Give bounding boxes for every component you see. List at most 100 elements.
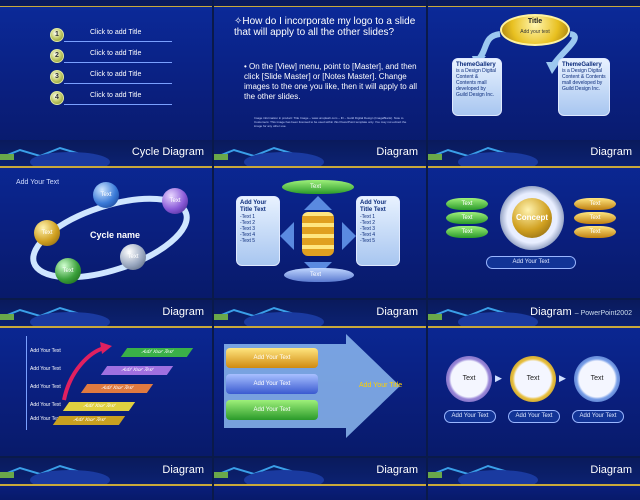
- slide-header: Diagram: [428, 458, 640, 484]
- list-item-title-1: Click to add Title: [90, 29, 142, 36]
- add-your-text-pill: Add Your Text: [486, 256, 576, 269]
- chevron-right-icon: ▶: [495, 373, 502, 383]
- slide-thumbnail-12[interactable]: Diagram: [428, 458, 640, 500]
- chevron-right-icon: ▶: [559, 373, 566, 383]
- slide-header-small: – PowerPoint2002: [574, 310, 632, 317]
- slide-1-gold-line: [0, 6, 212, 7]
- slide-2-heading-text: How do I incorporate my logo to a slide …: [234, 16, 416, 38]
- slide-header-title: Diagram: [376, 464, 418, 476]
- slide-thumbnail-2[interactable]: ✧How do I incorporate my logo to a slide…: [214, 0, 426, 156]
- header-gold-bar: [214, 484, 426, 486]
- gold-stack-3: Text: [574, 226, 616, 238]
- slide-thumbnail-5[interactable]: Diagram Text Text Add Your Title Text -T…: [214, 140, 426, 298]
- slide-thumbnail-4[interactable]: Cycle Diagram Add Your Text Cycle name T…: [0, 140, 212, 298]
- slide-thumbnail-10[interactable]: Diagram: [0, 458, 212, 500]
- slide-header: Diagram: [214, 458, 426, 484]
- header-globe-art-icon: [0, 464, 110, 484]
- slide-2-bullet-text: On the [View] menu, point to [Master], a…: [244, 62, 417, 101]
- header-globe-art-icon: [214, 464, 324, 484]
- list-item-title-3: Click to add Title: [90, 71, 142, 78]
- number-badge-4: 4: [50, 91, 64, 105]
- header-globe-art-icon: [214, 306, 324, 326]
- circle-gold: Text: [510, 356, 556, 402]
- header-globe-art-icon: [214, 146, 324, 166]
- theme-gallery-right-title: ThemeGallery: [562, 62, 602, 68]
- list-item-line-4: [64, 104, 172, 105]
- center-gold-stack: [302, 212, 334, 256]
- list-item-line-3: [64, 83, 172, 84]
- number-badge-1: 1: [50, 28, 64, 42]
- left-box-item-1: -Text 1: [240, 214, 256, 220]
- slide-header-title: Diagram: [162, 306, 204, 318]
- list-item-title-4: Click to add Title: [90, 92, 142, 99]
- bullet-dot-icon: •: [244, 62, 250, 71]
- slide-thumbnail-7[interactable]: Diagram Add Your Text Add Your Text Add …: [0, 300, 212, 456]
- slide-2-heading: ✧How do I incorporate my logo to a slide…: [234, 16, 422, 38]
- stair-label-4: Add Your Text: [30, 402, 61, 408]
- circle-pill-3: Add Your Text: [572, 410, 624, 423]
- title-oval: [500, 14, 570, 46]
- slide-header-title: Diagram: [376, 306, 418, 318]
- slide-header-title: Diagram: [590, 146, 632, 158]
- cycle-label: Add Your Text: [16, 179, 60, 186]
- number-badge-3: 3: [50, 70, 64, 84]
- header-gold-bar: [0, 326, 212, 328]
- right-box-title: Add Your Title Text: [360, 200, 387, 213]
- slide-thumbnail-9[interactable]: Diagram – PowerPoint2002 Text Text Text …: [428, 300, 640, 456]
- slide-header-title: Diagram: [162, 464, 204, 476]
- cycle-name: Cycle name: [90, 230, 141, 240]
- slide-header-title: Diagram: [376, 146, 418, 158]
- list-item-line-2: [64, 62, 172, 63]
- right-box-item-5: -Text 5: [360, 238, 376, 244]
- theme-gallery-box-left: ThemeGallery is a Design Digital Content…: [452, 58, 502, 116]
- title-oval-title: Title: [527, 18, 543, 25]
- list-item-title-2: Click to add Title: [90, 50, 142, 57]
- left-box-item-4: -Text 4: [240, 232, 256, 238]
- cycle-ball-gray: Text: [120, 244, 146, 270]
- gold-stack-2: Text: [574, 212, 616, 224]
- theme-gallery-left-body: is a Design Digital Content & Contents m…: [456, 68, 497, 98]
- slide-header: Diagram: [214, 140, 426, 166]
- header-globe-art-icon: [428, 146, 538, 166]
- circle-blue: Text: [574, 356, 620, 402]
- header-gold-bar: [0, 166, 212, 168]
- header-gold-bar: [428, 484, 640, 486]
- slide-3-top-bar: [428, 0, 640, 6]
- right-box-item-4: -Text 4: [360, 232, 376, 238]
- left-axis-line: [26, 336, 27, 430]
- slide-header: Diagram: [0, 300, 212, 326]
- gold-stack-1: Text: [574, 198, 616, 210]
- circle-pill-2: Add Your Text: [508, 410, 560, 423]
- theme-gallery-box-right: ThemeGallery is a Design Digital Content…: [558, 58, 610, 116]
- slide-header: Diagram – PowerPoint2002: [428, 300, 640, 326]
- title-oval-subtitle: Add your text: [520, 29, 550, 35]
- slide-header: Diagram: [0, 458, 212, 484]
- strip-gold: Add Your Text: [226, 348, 318, 368]
- top-green-disc: [282, 180, 354, 194]
- number-badge-2: 2: [50, 49, 64, 63]
- left-box-title: Add Your Title Text: [240, 200, 267, 213]
- header-gold-bar: [214, 326, 426, 328]
- slide-thumbnail-6[interactable]: Diagram Text Text Text Concept Text Text…: [428, 140, 640, 298]
- circle-purple: Text: [446, 356, 492, 402]
- slide-thumbnail-3[interactable]: Title Add your text ThemeGallery is a De…: [428, 0, 640, 156]
- theme-gallery-right-body: is a Design Digital Content & Contents m…: [562, 68, 606, 92]
- slide-thumbnail-1[interactable]: 1 Click to add Title 2 Click to add Titl…: [0, 0, 212, 156]
- stair-label-2: Add Your Text: [30, 366, 61, 372]
- slide-header-title: Diagram: [590, 464, 632, 476]
- right-box-item-3: -Text 3: [360, 226, 376, 232]
- header-gold-bar: [214, 166, 426, 168]
- green-stack-1: Text: [446, 198, 488, 210]
- red-arrow-icon: [62, 342, 112, 401]
- stair-label-1: Add Your Text: [30, 348, 61, 354]
- slide-thumbnail-8[interactable]: Diagram Add Your Text Add Your Text Add …: [214, 300, 426, 456]
- slide-header-main: Diagram: [530, 306, 572, 318]
- strip-green: Add Your Text: [226, 400, 318, 420]
- slide-header: Cycle Diagram: [0, 140, 212, 166]
- slide-1-top-bar: [0, 0, 212, 6]
- right-title-box: Add Your Title Text -Text 1 -Text 2 -Tex…: [356, 196, 400, 266]
- stair-label-5: Add Your Text: [30, 416, 61, 422]
- slide-thumbnail-11[interactable]: Diagram: [214, 458, 426, 500]
- right-box-item-1: -Text 1: [360, 214, 376, 220]
- header-globe-art-icon: [0, 306, 110, 326]
